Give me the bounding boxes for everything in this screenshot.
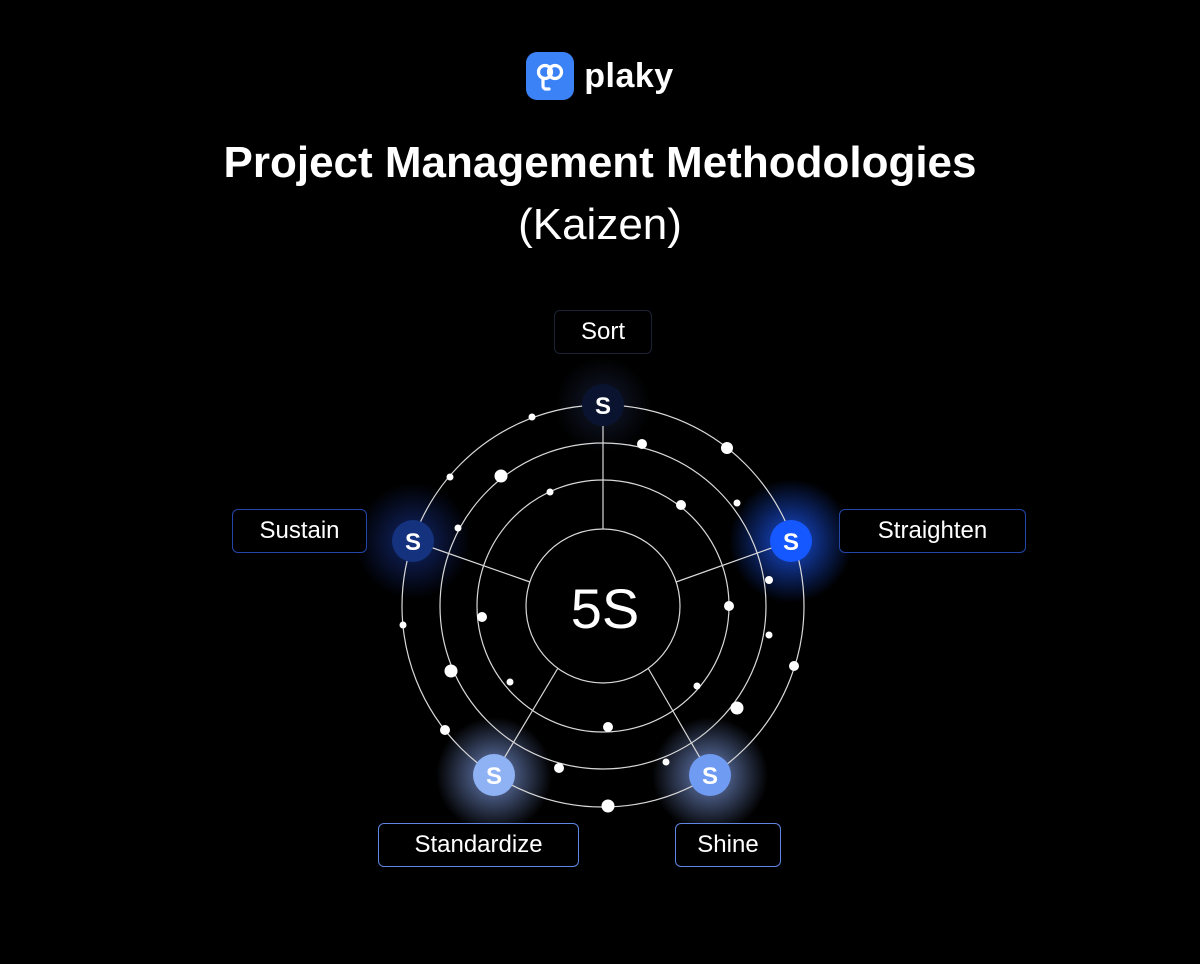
sustain-node-letter: S	[405, 529, 421, 556]
sort-node-letter: S	[595, 393, 611, 420]
center-label: 5S	[571, 577, 640, 640]
orbit-dot	[601, 799, 615, 813]
orbit-dot	[528, 413, 536, 421]
orbit-dot	[693, 682, 701, 690]
label-straighten: Straighten	[839, 509, 1026, 553]
sustain-node	[392, 520, 434, 562]
orbit-dot	[662, 758, 670, 766]
orbit-dot	[399, 621, 407, 629]
label-sustain: Sustain	[232, 509, 367, 553]
orbit-dot	[554, 763, 564, 773]
orbit-dot	[730, 701, 744, 715]
node-shine: S	[689, 754, 731, 796]
orbit-dot	[494, 469, 508, 483]
label-shine: Shine	[675, 823, 781, 867]
orbit-dot	[446, 473, 454, 481]
shine-node	[689, 754, 731, 796]
straighten-node-letter: S	[783, 529, 799, 556]
orbit-dot	[765, 631, 773, 639]
orbit-dot	[440, 725, 450, 735]
orbit-dot	[506, 678, 514, 686]
orbit-dot	[676, 500, 686, 510]
orbit-dot	[733, 499, 741, 507]
page-subtitle: (Kaizen)	[518, 200, 682, 249]
page-title: Project Management Methodologies	[223, 138, 977, 187]
label-sort: Sort	[554, 310, 652, 354]
node-sustain: S	[392, 520, 434, 562]
standardize-node-letter: S	[486, 763, 502, 790]
sort-node	[582, 384, 624, 426]
node-standardize: S	[473, 754, 515, 796]
plaky-logo-icon	[526, 52, 575, 100]
node-sort: S	[582, 384, 624, 426]
orbit-dot	[765, 576, 773, 584]
orbit-dot	[454, 524, 462, 532]
orbit-dot	[603, 722, 613, 732]
brand: plaky	[0, 52, 1200, 100]
orbit-dot	[721, 442, 733, 454]
orbit-dot	[477, 612, 487, 622]
straighten-node	[770, 520, 812, 562]
node-straighten: S	[770, 520, 812, 562]
standardize-node	[473, 754, 515, 796]
shine-node-letter: S	[702, 763, 718, 790]
orbit-dot	[444, 664, 458, 678]
brand-name: plaky	[584, 56, 674, 95]
orbit-dot	[637, 439, 647, 449]
orbit-dot	[789, 661, 799, 671]
orbit-dot	[724, 601, 734, 611]
label-standardize: Standardize	[378, 823, 579, 867]
orbit-dot	[546, 488, 554, 496]
